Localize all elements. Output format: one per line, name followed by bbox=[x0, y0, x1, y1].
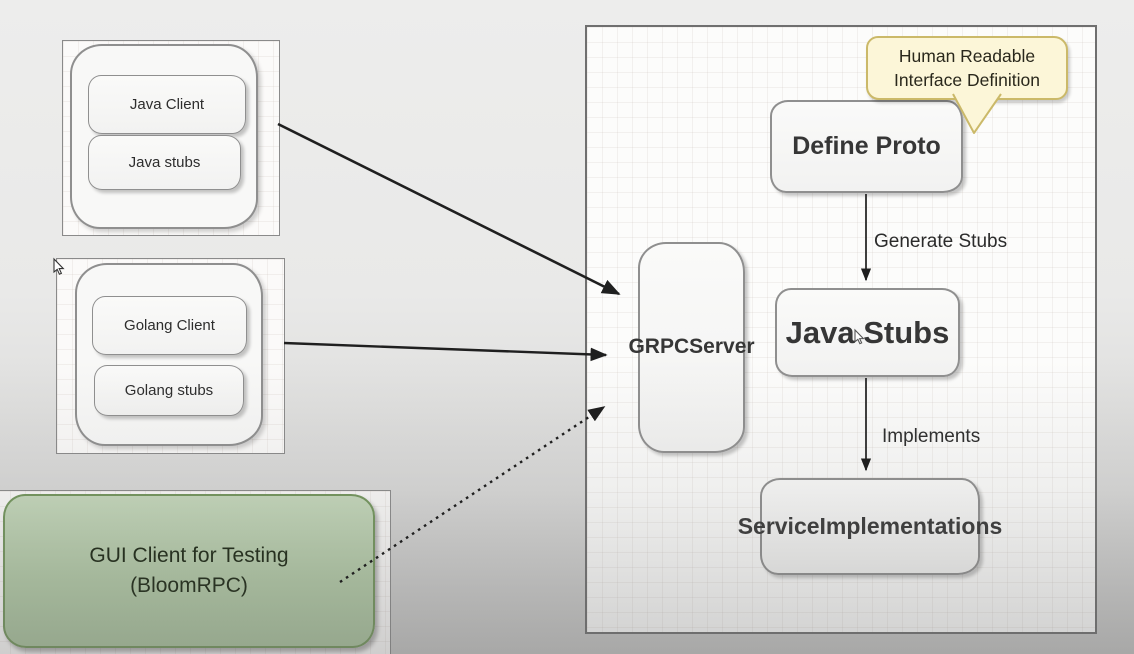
java-client-node[interactable]: Java Client bbox=[88, 75, 246, 134]
gui-client-label-line2: (BloomRPC) bbox=[130, 574, 248, 597]
grpc-server-node[interactable]: GRPC Server bbox=[628, 242, 755, 453]
human-readable-callout: Human Readable Interface Definition bbox=[866, 36, 1068, 100]
java-group-frame: Java Client Java stubs bbox=[62, 40, 280, 236]
golang-group-frame: Golang Client Golang stubs bbox=[56, 258, 285, 454]
golang-stubs-label: Golang stubs bbox=[124, 382, 214, 399]
gui-client-node[interactable]: GUI Client for Testing (BloomRPC) bbox=[3, 494, 375, 648]
java-stubs-label: Java stubs bbox=[128, 154, 201, 171]
java-stubs-node[interactable]: Java stubs bbox=[88, 135, 241, 190]
golang-stubs-node[interactable]: Golang stubs bbox=[94, 365, 244, 416]
callout-line2: Interface Definition bbox=[894, 70, 1040, 90]
callout-line1: Human Readable bbox=[898, 45, 1036, 66]
java-client-label: Java Client bbox=[129, 96, 205, 113]
arrow-java-to-grpc bbox=[277, 122, 621, 296]
arrow-golang-to-grpc bbox=[283, 341, 608, 362]
service-implementations-node[interactable]: Service Implementations bbox=[738, 478, 1002, 575]
grpc-server-label-line1: GRPC bbox=[628, 335, 690, 359]
golang-client-node[interactable]: Golang Client bbox=[92, 296, 247, 355]
grpc-server-label-line2: Server bbox=[689, 335, 755, 359]
define-proto-node[interactable]: Define Proto bbox=[770, 100, 963, 193]
gui-client-label-line1: GUI Client for Testing bbox=[89, 544, 289, 568]
generate-stubs-label: Generate Stubs bbox=[874, 231, 1008, 252]
define-proto-label: Define Proto bbox=[792, 132, 941, 160]
service-implementations-label-line2: Implementations bbox=[819, 512, 1003, 539]
java-stubs-right-label: Java Stubs bbox=[785, 314, 950, 350]
golang-client-label: Golang Client bbox=[124, 317, 215, 334]
implements-label: Implements bbox=[882, 426, 981, 447]
service-implementations-label-line1: Service bbox=[737, 512, 820, 539]
java-stubs-right-node[interactable]: Java Stubs bbox=[775, 288, 960, 377]
